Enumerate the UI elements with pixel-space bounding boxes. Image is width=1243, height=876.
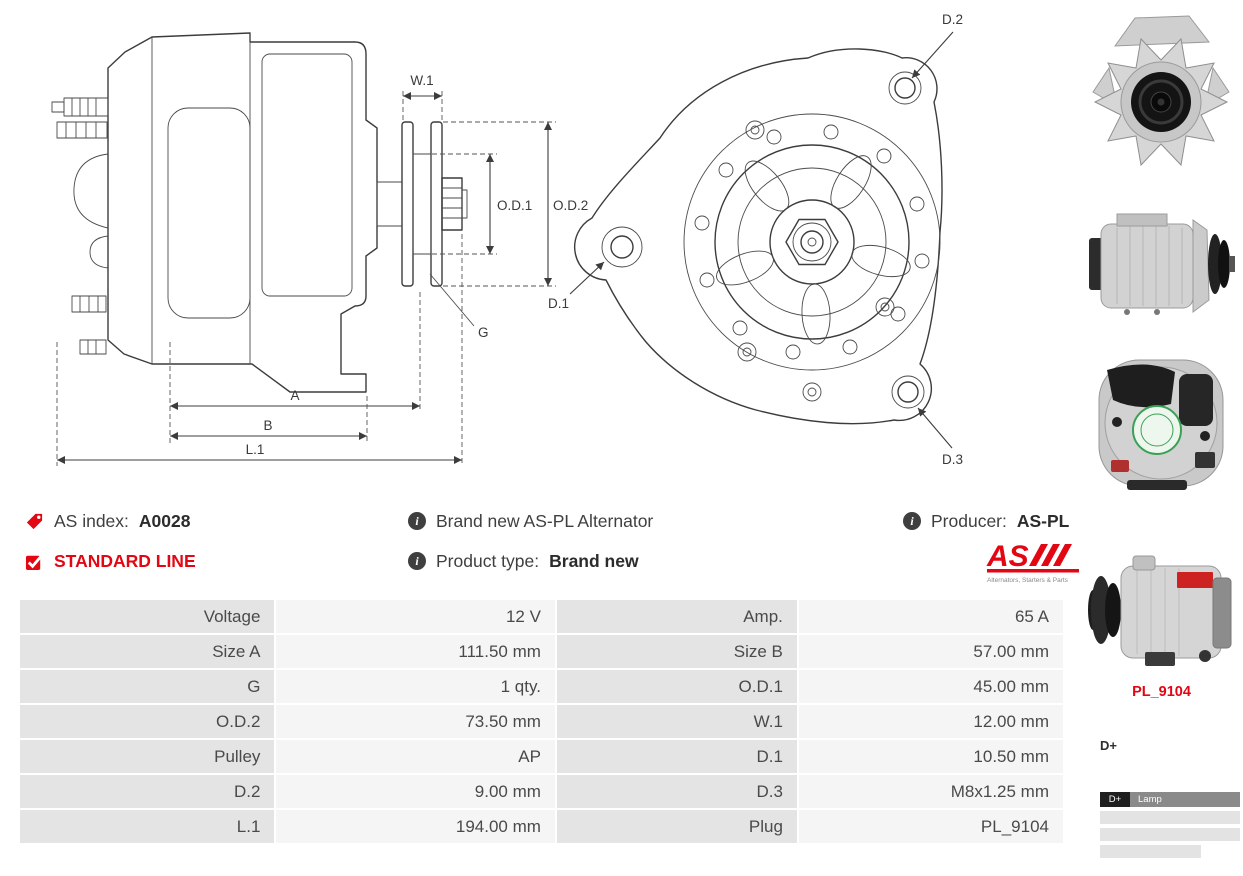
standard-line-label: STANDARD LINE	[54, 550, 196, 571]
info-icon: i	[903, 512, 921, 530]
product-photo-side-left[interactable]	[1085, 548, 1237, 678]
spec-label: L.1	[17, 808, 277, 845]
dimension-a: A	[169, 292, 421, 446]
spec-label: Size A	[17, 633, 277, 670]
spec-value: 10.50 mm	[796, 738, 1066, 775]
spec-label: Amp.	[554, 598, 799, 635]
product-photo-side-right[interactable]	[1087, 196, 1235, 332]
producer-value: AS-PL	[1016, 510, 1070, 531]
bolts	[737, 120, 895, 402]
as-index-label: AS index:	[54, 510, 129, 531]
spec-label: O.D.1	[554, 668, 799, 705]
dim-label-d2: D.2	[942, 12, 963, 27]
spec-label: Pulley	[17, 738, 277, 775]
spec-value: 111.50 mm	[274, 633, 557, 670]
spec-value: 45.00 mm	[796, 668, 1066, 705]
as-index-value: A0028	[138, 510, 191, 531]
vent-holes	[694, 124, 930, 360]
spec-label: Voltage	[17, 598, 277, 635]
info-icon: i	[408, 552, 426, 570]
dimension-d2: D.2	[911, 12, 963, 79]
as-pl-logo: AS Alternators, Starters & Parts	[986, 540, 1079, 584]
dim-label-od1: O.D.1	[497, 198, 532, 213]
side-view-drawing: W.1 O.D.1 O.D.2 G A	[51, 32, 588, 466]
dim-label-l1: L.1	[246, 442, 265, 457]
dim-label-d1: D.1	[548, 296, 569, 311]
brand-new-row: i Brand new AS-PL Alternator	[408, 509, 653, 533]
spec-label: Size B	[554, 633, 799, 670]
spec-label: O.D.2	[17, 703, 277, 740]
product-type-label: Product type:	[436, 550, 540, 571]
dimension-w1: W.1	[402, 73, 443, 120]
pinout-header: D+ Lamp	[1100, 792, 1240, 807]
spec-label: W.1	[554, 703, 799, 740]
spec-value: 1 qty.	[274, 668, 557, 705]
pinout-row	[1100, 828, 1240, 841]
spec-value: 73.50 mm	[274, 703, 557, 740]
front-view-drawing: D.2 D.1 D.3	[548, 12, 963, 467]
table-row: G 1 qty. O.D.1 45.00 mm	[17, 668, 1066, 705]
terminal-studs	[51, 97, 109, 355]
spec-value: AP	[274, 738, 557, 775]
table-row: Size A 111.50 mm Size B 57.00 mm	[17, 633, 1066, 670]
dimension-d1: D.1	[548, 261, 605, 311]
tag-icon	[26, 513, 43, 529]
pulley	[376, 121, 468, 287]
product-photo-front[interactable]	[1085, 6, 1237, 188]
dim-label-od2: O.D.2	[553, 198, 588, 213]
producer-row: i Producer: AS-PL	[903, 509, 1069, 533]
spec-label: D.1	[554, 738, 799, 775]
vent-slots	[716, 155, 911, 345]
product-photo-rear[interactable]	[1087, 352, 1235, 494]
dim-label-g: G	[478, 325, 489, 340]
table-row: L.1 194.00 mm Plug PL_9104	[17, 808, 1066, 845]
as-pl-logo-text: AS	[986, 540, 1029, 573]
table-row: O.D.2 73.50 mm W.1 12.00 mm	[17, 703, 1066, 740]
spec-value: 194.00 mm	[274, 808, 557, 845]
table-row: D.2 9.00 mm D.3 M8x1.25 mm	[17, 773, 1066, 810]
dimension-od1: O.D.1	[432, 153, 532, 255]
info-icon: i	[408, 512, 426, 530]
table-row: Pulley AP D.1 10.50 mm	[17, 738, 1066, 775]
dimension-d3: D.3	[917, 407, 963, 467]
pinout-col-lamp: Lamp	[1130, 792, 1240, 807]
as-pl-logo-tagline: Alternators, Starters & Parts	[987, 577, 1069, 584]
pinout-col-dplus: D+	[1100, 792, 1130, 807]
product-type-value: Brand new	[549, 550, 639, 571]
pinout-row	[1100, 811, 1240, 824]
spec-value: 12 V	[274, 598, 557, 635]
dim-label-b: B	[263, 418, 272, 433]
plug-code: PL_9104	[1132, 684, 1191, 700]
terminal-label: D+	[1100, 738, 1117, 753]
plug-pinout-table: D+ Lamp	[1100, 792, 1240, 858]
standard-line-row: STANDARD LINE	[25, 549, 196, 573]
spec-label: G	[17, 668, 277, 705]
dimension-od2: O.D.2	[443, 121, 588, 287]
dim-label-d3: D.3	[942, 452, 963, 467]
product-type-row: i Product type: Brand new	[408, 549, 639, 573]
alternator-body-outline	[51, 32, 468, 393]
brand-new-text: Brand new AS-PL Alternator	[436, 510, 654, 531]
spec-value: 57.00 mm	[796, 633, 1066, 670]
spec-value: 9.00 mm	[274, 773, 557, 810]
spec-table: Voltage 12 V Amp. 65 A Size A 111.50 mm …	[17, 598, 1066, 845]
as-index-row: AS index: A0028	[25, 509, 190, 533]
dim-label-a: A	[290, 388, 299, 403]
producer-label: Producer:	[931, 510, 1007, 531]
spec-value: 65 A	[796, 598, 1066, 635]
table-row: Voltage 12 V Amp. 65 A	[17, 598, 1066, 635]
spec-value: M8x1.25 mm	[796, 773, 1066, 810]
spec-label: Plug	[554, 808, 799, 845]
pinout-row	[1100, 845, 1201, 858]
dimension-g: G	[429, 273, 489, 340]
alternator-front-outline	[574, 48, 943, 425]
checkbox-checked-icon	[25, 552, 44, 570]
spec-value: 12.00 mm	[796, 703, 1066, 740]
spec-label: D.2	[17, 773, 277, 810]
dimension-l1: L.1	[56, 234, 463, 466]
dim-label-w1: W.1	[410, 73, 433, 88]
dimension-b: B	[170, 396, 368, 442]
spec-value: PL_9104	[796, 808, 1066, 845]
spec-label: D.3	[554, 773, 799, 810]
